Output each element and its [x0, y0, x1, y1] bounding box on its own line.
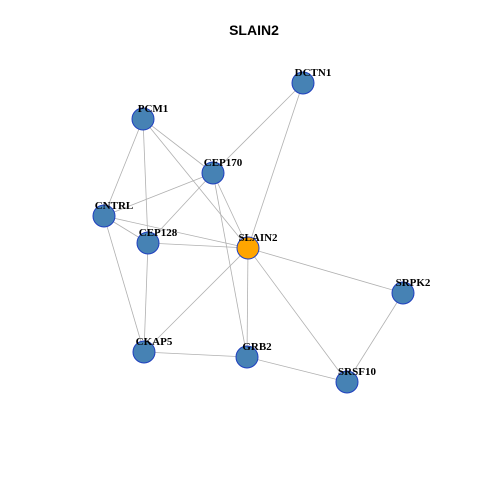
edge-grb2-srsf10 — [246, 356, 348, 383]
edge-pcm1-cep170 — [142, 118, 214, 174]
edge-cntrl-slain2 — [103, 215, 249, 249]
edge-slain2-grb2 — [246, 247, 249, 358]
edge-dctn1-slain2 — [247, 82, 304, 249]
edge-cep170-cntrl — [103, 172, 214, 217]
edge-cep128-slain2 — [147, 242, 249, 249]
edge-pcm1-slain2 — [142, 118, 249, 249]
edges-layer — [103, 82, 404, 383]
node-label-cep170: CEP170 — [204, 157, 243, 169]
node-label-cep128: CEP128 — [139, 227, 178, 239]
node-srpk2 — [391, 281, 415, 305]
node-srsf10 — [335, 370, 359, 394]
node-label-ckap5: CKAP5 — [136, 336, 173, 348]
edge-slain2-srsf10 — [247, 247, 348, 383]
node-label-cntrl: CNTRL — [95, 200, 134, 212]
node-ckap5 — [132, 340, 156, 364]
graph-title: SLAIN2 — [229, 22, 279, 38]
node-cntrl — [92, 204, 116, 228]
edge-dctn1-cep170 — [212, 82, 304, 174]
edge-slain2-ckap5 — [143, 247, 249, 353]
node-label-srpk2: SRPK2 — [396, 277, 431, 289]
node-cep170 — [201, 161, 225, 185]
node-cep128 — [136, 231, 160, 255]
edge-cep170-cep128 — [147, 172, 214, 244]
nodes-layer — [92, 71, 415, 394]
edge-slain2-srpk2 — [247, 247, 404, 294]
node-label-dctn1: DCTN1 — [295, 67, 332, 79]
edge-pcm1-cep128 — [142, 118, 149, 244]
node-label-pcm1: PCM1 — [138, 103, 169, 115]
edge-srpk2-srsf10 — [346, 292, 404, 383]
node-slain2 — [236, 236, 260, 260]
edge-pcm1-cntrl — [103, 118, 144, 217]
node-label-srsf10: SRSF10 — [338, 366, 376, 378]
node-grb2 — [235, 345, 259, 369]
edge-cep128-ckap5 — [143, 242, 149, 353]
node-dctn1 — [291, 71, 315, 95]
edge-cep170-grb2 — [212, 172, 248, 358]
node-label-slain2: SLAIN2 — [238, 232, 278, 244]
edge-ckap5-grb2 — [143, 351, 248, 358]
node-pcm1 — [131, 107, 155, 131]
node-label-grb2: GRB2 — [242, 341, 272, 353]
edge-cep170-slain2 — [212, 172, 249, 249]
edge-cntrl-ckap5 — [103, 215, 145, 353]
